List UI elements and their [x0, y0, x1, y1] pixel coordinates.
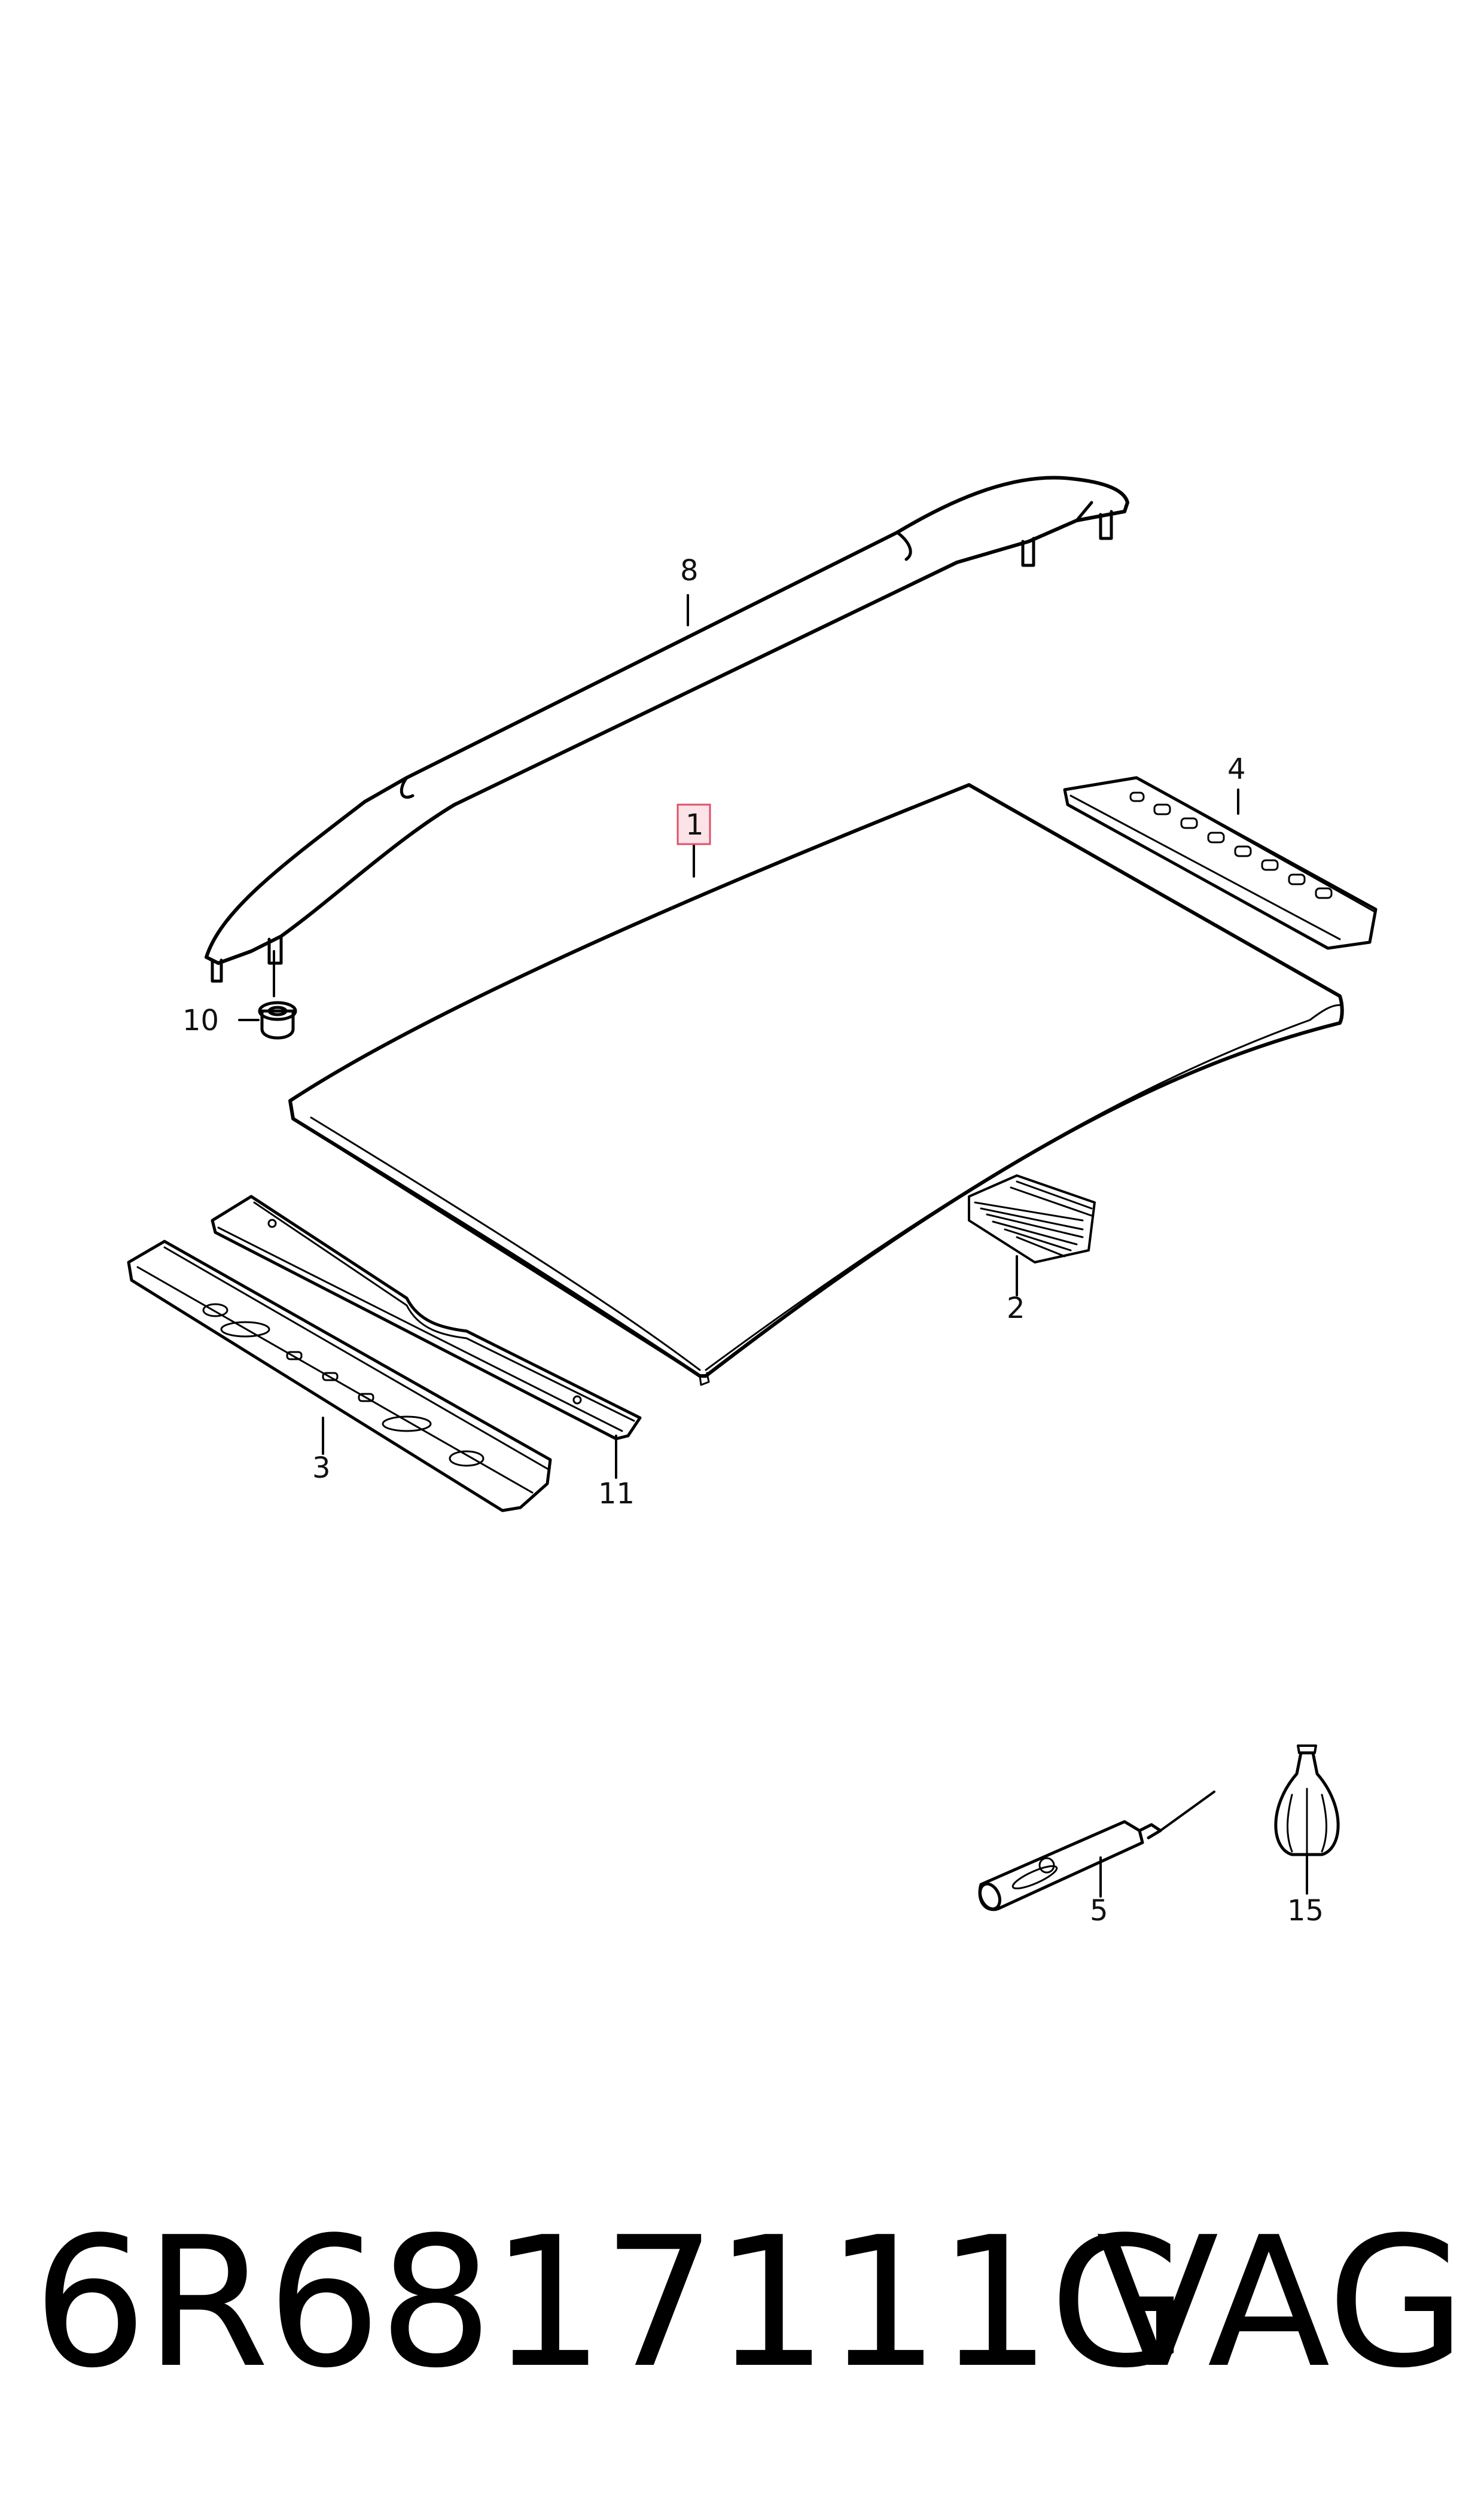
- callout-1[interactable]: 1: [685, 808, 704, 842]
- part-number: 6R6817111G: [33, 2199, 1189, 2407]
- callout-15[interactable]: 15: [1287, 1894, 1324, 1928]
- footer: 6R6817111G VAG: [0, 2213, 1484, 2465]
- highlight-box: [677, 803, 711, 845]
- roof-panel: [288, 783, 1344, 1386]
- sealant-bottle: [1274, 1744, 1340, 1856]
- leader-lines: [238, 594, 1308, 1898]
- callout-5[interactable]: 5: [1090, 1894, 1108, 1928]
- sealing-strips: [968, 1174, 1096, 1263]
- callout-4[interactable]: 4: [1227, 753, 1246, 786]
- callout-2[interactable]: 2: [1007, 1292, 1025, 1325]
- callout-11[interactable]: 11: [598, 1477, 635, 1511]
- rear-cross-member: [1063, 776, 1378, 950]
- front-cross-member: [127, 1240, 552, 1512]
- brand-name: VAG: [1096, 2199, 1466, 2407]
- callout-10[interactable]: 10: [182, 1004, 219, 1037]
- callout-3[interactable]: 3: [312, 1451, 331, 1485]
- sealant-tube: [978, 1791, 1215, 1911]
- roof-rail: [205, 476, 1129, 983]
- clip-nut: [258, 1001, 297, 1040]
- callout-8[interactable]: 8: [680, 554, 699, 587]
- front-reinforcement: [211, 1195, 642, 1441]
